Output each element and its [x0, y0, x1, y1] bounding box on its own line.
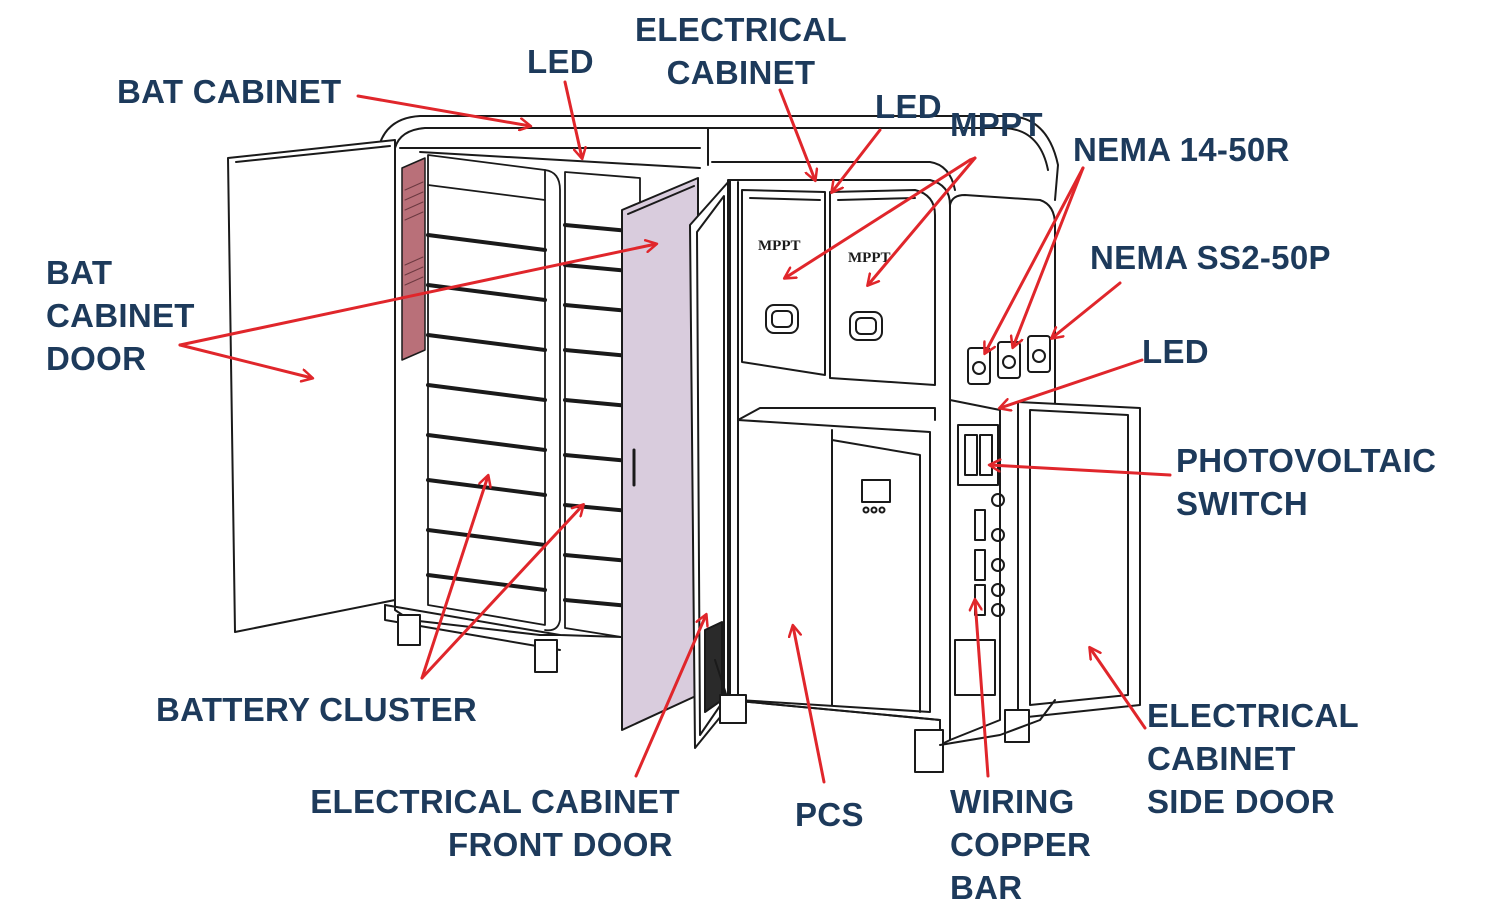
arrow-nema-14-50r-b: [1013, 166, 1085, 347]
arrow-mppt-left: [785, 158, 972, 278]
arrow-pcs: [793, 626, 826, 784]
label-mppt: MPPT: [950, 106, 1043, 143]
bat-cabinet-door: [227, 139, 396, 633]
arrow-nema-14-50r-a: [985, 166, 1085, 353]
arrow-led-top-mid: [832, 128, 882, 192]
label-led-right: LED: [1142, 333, 1209, 370]
label-electrical-cabinet-front-door: ELECTRICAL CABINET FRONT DOOR: [310, 783, 680, 863]
arrow-electrical-cabinet: [778, 88, 815, 180]
bat-cabinet-vent-panel: [401, 157, 426, 361]
label-electrical-cabinet-side-door: ELECTRICAL CABINET SIDE DOOR: [1147, 697, 1359, 820]
label-electrical-cabinet: ELECTRICAL CABINET: [635, 11, 847, 91]
battery-cluster-left: [426, 154, 561, 632]
label-battery-cluster: BATTERY CLUSTER: [156, 691, 478, 728]
arrow-wiring-copper-bar: [975, 600, 990, 778]
arrow-photovoltaic-switch: [990, 465, 1172, 477]
foot: [914, 729, 944, 773]
mppt-module-left: [741, 189, 826, 376]
nema-sockets: [967, 335, 1051, 385]
label-led-top-left: LED: [527, 43, 594, 80]
pcs-unit: [737, 407, 936, 713]
label-led-top-mid: LED: [875, 88, 942, 125]
electrical-cabinet-side-door: [1017, 401, 1141, 719]
label-nema-ss2-50p: NEMA SS2-50P: [1090, 239, 1331, 276]
arrow-led-top-left: [563, 80, 582, 158]
label-photovoltaic-switch: PHOTOVOLTAIC SWITCH: [1176, 442, 1437, 522]
label-bat-cabinet: BAT CABINET: [117, 73, 342, 110]
label-wiring-copper-bar: WIRING COPPER BAR: [950, 783, 1092, 906]
arrow-nema-ss2-50p: [1052, 281, 1122, 338]
label-pcs: PCS: [795, 796, 864, 833]
arrow-battery-cluster-a: [420, 476, 488, 680]
arrow-bat-door-b: [178, 343, 312, 378]
foot: [534, 639, 558, 673]
arrow-battery-cluster-b: [420, 505, 583, 680]
foot: [397, 614, 421, 646]
label-bat-cabinet-door: BAT CABINET DOOR: [46, 254, 195, 377]
arrow-led-right: [1000, 358, 1144, 408]
mppt-module-right: [829, 189, 936, 386]
arrow-mppt-right: [868, 156, 977, 285]
arrow-bat-cabinet: [356, 94, 530, 126]
arrow-side-door: [1090, 648, 1147, 730]
arrow-front-door: [634, 615, 706, 778]
label-nema-14-50r: NEMA 14-50R: [1073, 131, 1290, 168]
annotation-arrows: [178, 80, 1172, 784]
mppt-module-left-label: MPPT: [758, 238, 801, 254]
foot: [719, 694, 747, 724]
arrow-bat-door-a: [178, 244, 656, 347]
wiring-panel: [949, 399, 1005, 741]
cabinet-top-outline: [377, 115, 1059, 201]
mppt-module-right-label: MPPT: [848, 250, 891, 266]
